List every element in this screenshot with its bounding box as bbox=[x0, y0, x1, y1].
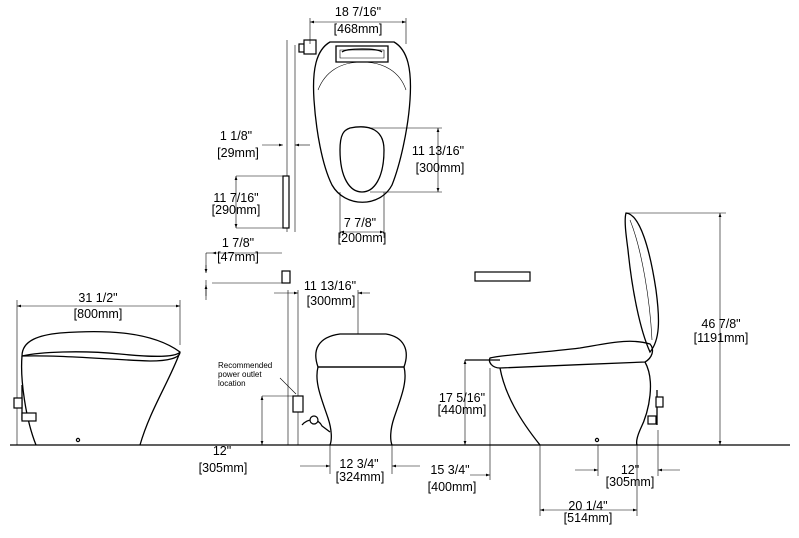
seat-height-imperial: 17 5/16" bbox=[439, 391, 485, 405]
rough-in-imperial: 12" bbox=[621, 463, 639, 477]
rough-in-metric: [305mm] bbox=[606, 475, 655, 489]
top-width-metric: [468mm] bbox=[334, 22, 383, 36]
open-lid bbox=[624, 212, 660, 354]
top-width-imperial: 18 7/16" bbox=[335, 5, 381, 19]
side-view-left bbox=[13, 300, 181, 446]
overall-height-metric: [1191mm] bbox=[694, 331, 749, 345]
outlet-height-metric: [305mm] bbox=[199, 461, 248, 475]
bracket-offset-metric: [29mm] bbox=[217, 146, 259, 160]
base-depth-imperial: 20 1/4" bbox=[568, 499, 607, 513]
bracket-height-imperial: 11 7/16" bbox=[213, 191, 258, 205]
base-width-imperial: 12 3/4" bbox=[339, 457, 378, 471]
side-view-right bbox=[463, 212, 726, 516]
wall-bracket bbox=[282, 175, 290, 229]
remote-depth-metric: [47mm] bbox=[217, 250, 259, 264]
seat-length-imperial: 11 13/16" bbox=[412, 144, 464, 158]
wall-to-tank-imperial: 11 13/16" bbox=[304, 279, 356, 293]
top-view bbox=[234, 18, 442, 238]
base-depth-metric: [514mm] bbox=[564, 511, 613, 525]
bracket-offset-imperial: 1 1/8" bbox=[220, 129, 252, 143]
seat-width-imperial: 7 7/8" bbox=[344, 216, 376, 230]
remote-depth-imperial: 1 7/8" bbox=[222, 236, 254, 250]
front-view bbox=[260, 290, 420, 474]
bowl-outline-top bbox=[312, 41, 412, 203]
overall-length-metric: [800mm] bbox=[74, 307, 123, 321]
outlet-height-imperial: 12" bbox=[213, 444, 231, 458]
seat-opening bbox=[339, 126, 385, 193]
overall-height-imperial: 46 7/8" bbox=[701, 317, 740, 331]
seat-width-metric: [200mm] bbox=[338, 231, 387, 245]
seat-length-metric: [300mm] bbox=[416, 161, 465, 175]
remote-front bbox=[474, 271, 531, 282]
outlet-note-line2: power outlet bbox=[218, 370, 262, 379]
power-outlet bbox=[292, 395, 304, 413]
remote-control bbox=[204, 251, 531, 300]
base-width-metric: [324mm] bbox=[336, 470, 385, 484]
overall-length-imperial: 31 1/2" bbox=[78, 291, 117, 305]
front-extent-imperial: 15 3/4" bbox=[430, 463, 469, 477]
outlet-note-line1: Recommended bbox=[218, 361, 272, 370]
bracket-height-metric: [290mm] bbox=[212, 203, 261, 217]
seat-height-metric: [440mm] bbox=[438, 403, 487, 417]
front-extent-metric: [400mm] bbox=[428, 480, 477, 494]
wall-to-tank-metric: [300mm] bbox=[307, 294, 356, 308]
outlet-note-line3: location bbox=[218, 379, 246, 388]
